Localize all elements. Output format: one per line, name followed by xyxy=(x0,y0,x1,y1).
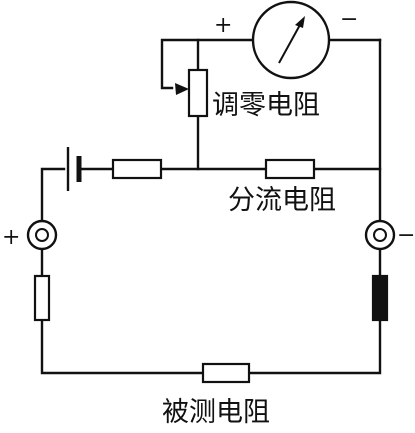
battery-left-wire xyxy=(40,167,66,223)
terminal-left xyxy=(26,219,58,251)
battery xyxy=(66,147,82,191)
zero-adjust-resistor-label: 调零电阻 xyxy=(212,90,320,121)
measured-resistor xyxy=(201,362,251,384)
terminal-right-minus-label: − xyxy=(397,223,415,248)
measured-resistor-label: 被测电阻 xyxy=(162,397,270,428)
left-series-resistor xyxy=(33,274,51,322)
bottom-wire-right xyxy=(247,318,382,375)
top-wire-left xyxy=(160,38,255,90)
circuit-wires xyxy=(40,38,382,375)
rheostat-wiper-arrow xyxy=(175,83,189,95)
shunt-resistor-label: 分流电阻 xyxy=(228,185,336,216)
internal-resistor xyxy=(111,158,163,180)
galvanometer-needle-arrowhead xyxy=(295,16,305,28)
galvanometer xyxy=(251,0,331,80)
shunt-resistor xyxy=(264,158,316,180)
zero-adjust-resistor xyxy=(187,68,209,118)
right-series-resistor xyxy=(371,274,389,322)
meter-minus-label: − xyxy=(340,7,358,32)
terminal-left-plus-label: + xyxy=(2,225,20,250)
galvanometer-needle xyxy=(278,22,302,64)
bottom-wire-left xyxy=(40,318,205,375)
terminal-right xyxy=(364,219,396,251)
meter-plus-label: + xyxy=(214,13,232,38)
